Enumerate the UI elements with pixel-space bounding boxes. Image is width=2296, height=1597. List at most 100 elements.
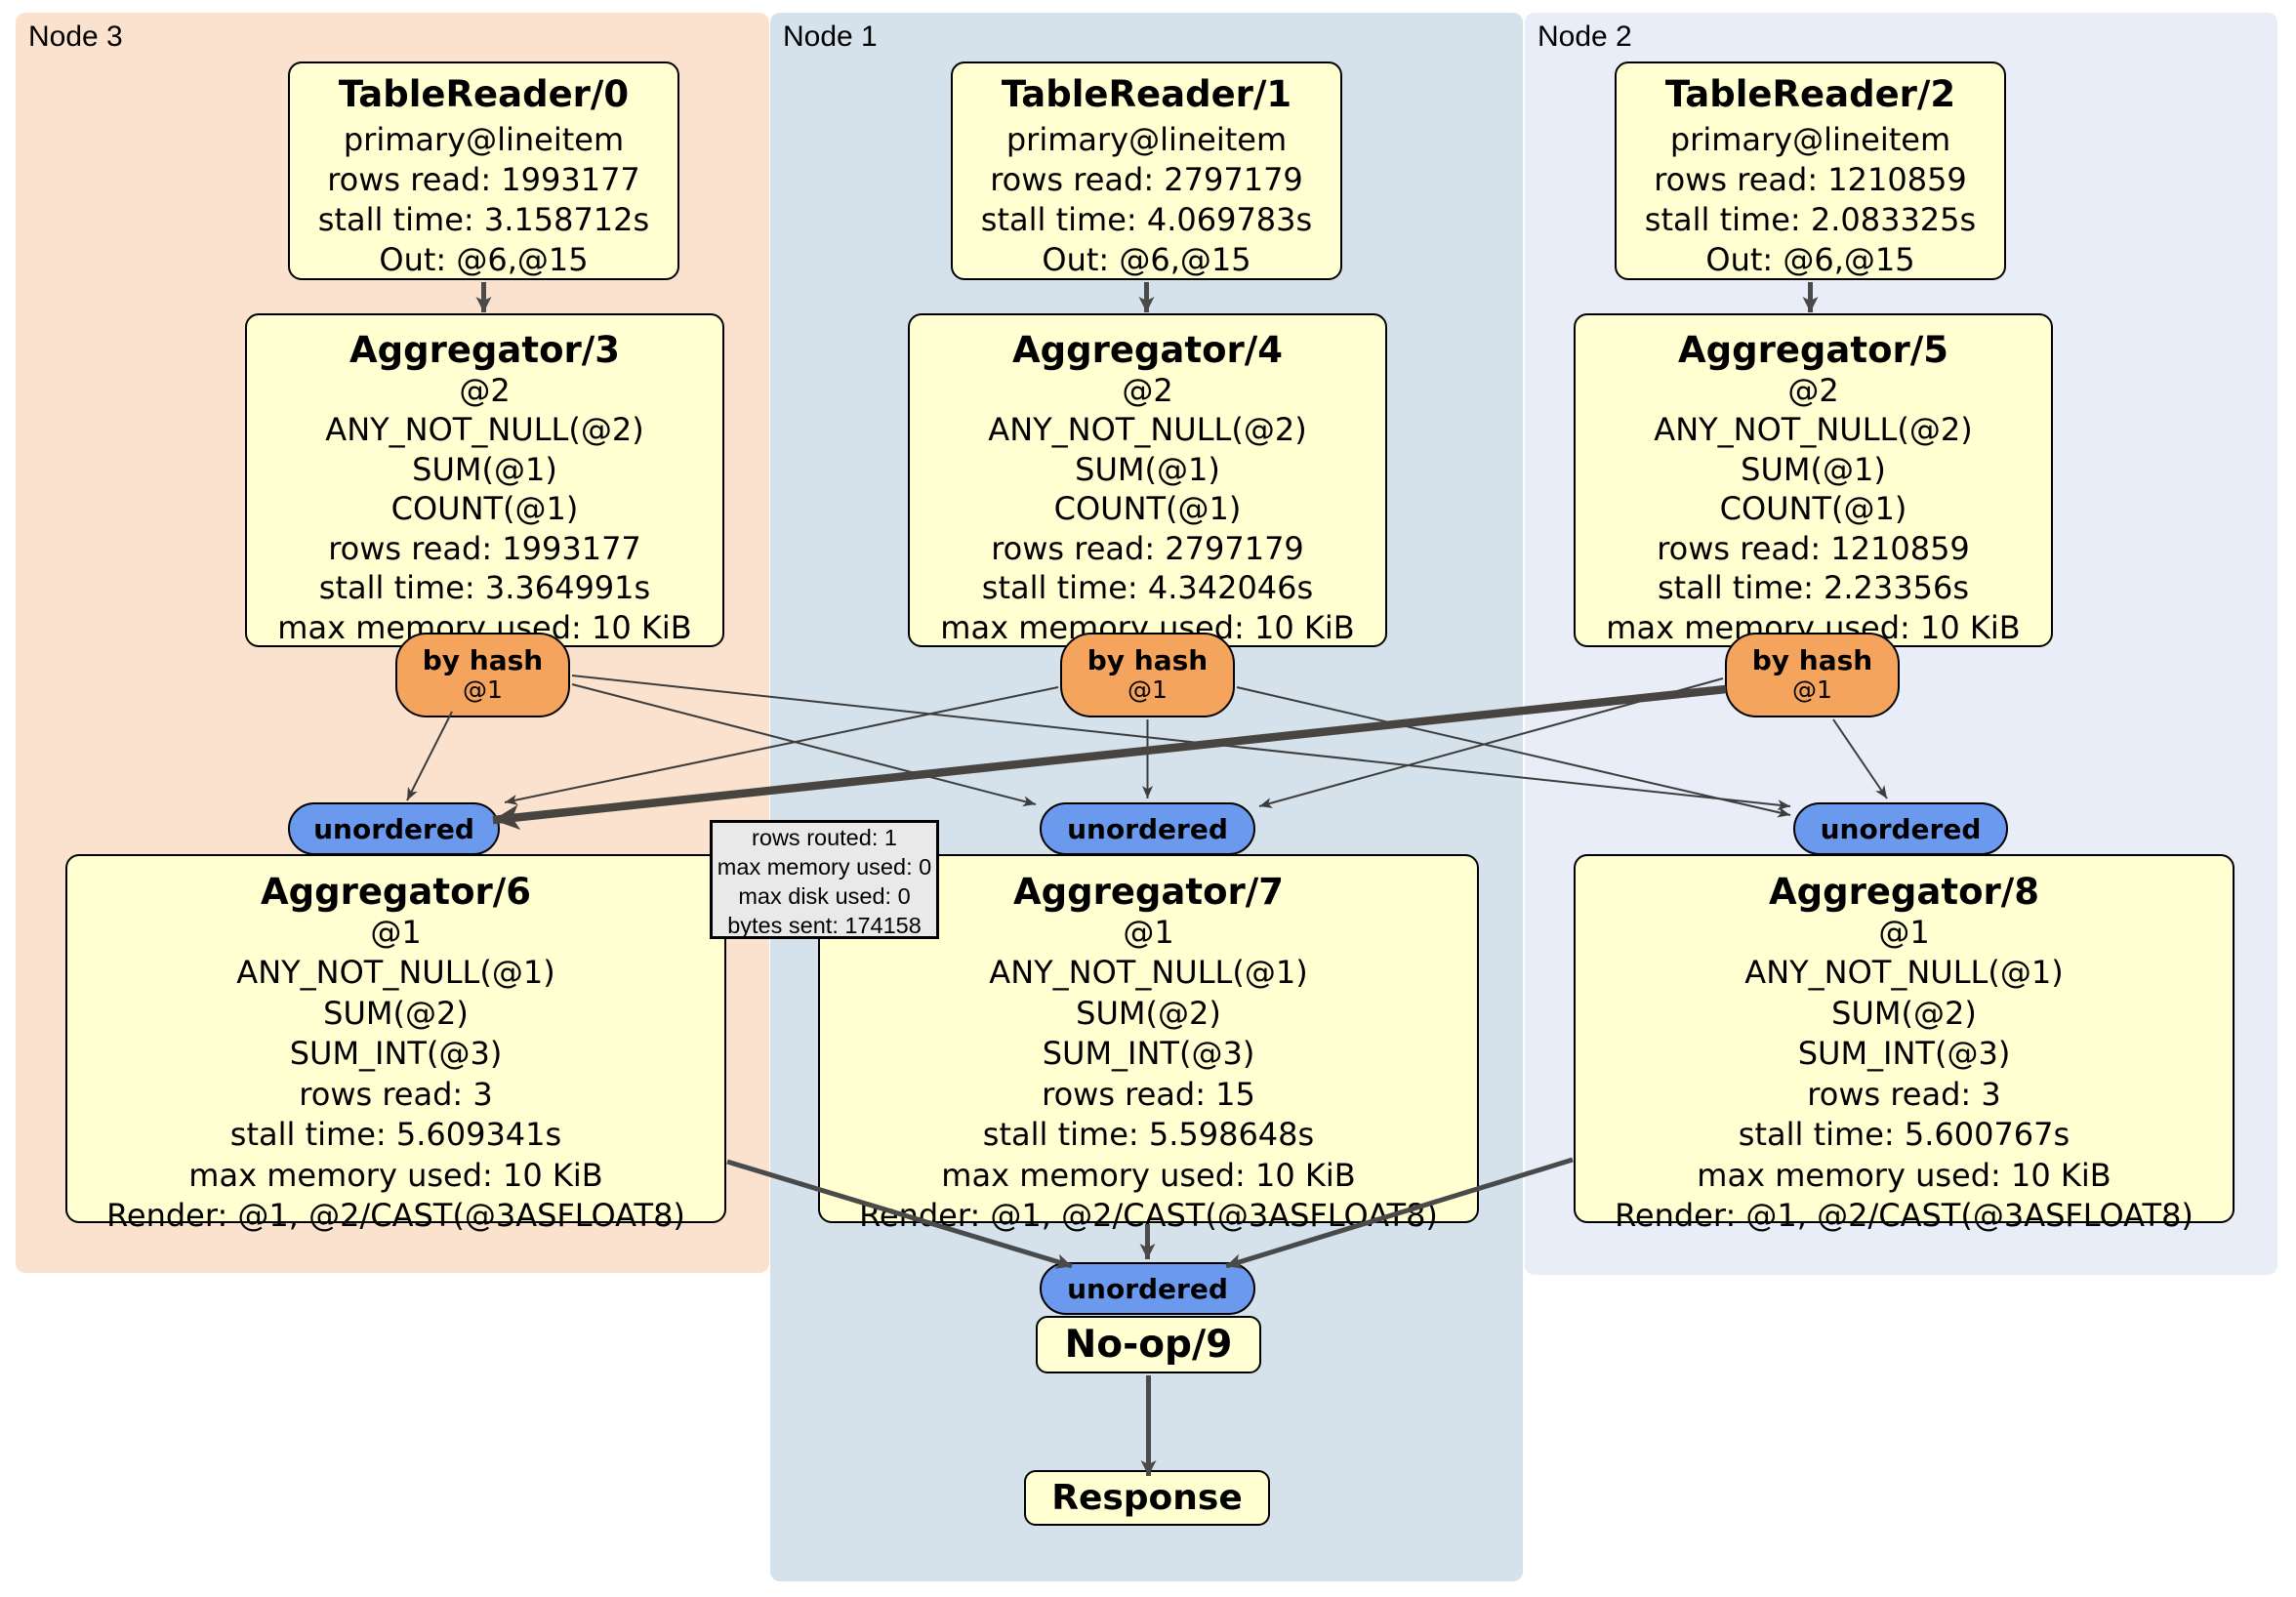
processor-aggregator-7-title: Aggregator/7 (1012, 871, 1284, 913)
processor-aggregator-5-line: stall time: 2.23356s (1657, 569, 1970, 606)
processor-aggregator-6-line: @1 (370, 913, 422, 951)
processor-tablereader-2-title: TableReader/2 (1664, 73, 1956, 115)
processor-aggregator-7-line: SUM(@2) (1076, 994, 1221, 1032)
processor-aggregator-4[interactable]: Aggregator/4 @2 ANY_NOT_NULL(@2) SUM(@1)… (908, 313, 1387, 647)
processor-aggregator-3-line: rows read: 1993177 (328, 529, 641, 567)
router-by-hash-3-detail: @1 (463, 675, 503, 704)
processor-aggregator-4-line: ANY_NOT_NULL(@2) (988, 411, 1307, 448)
processor-aggregator-3-line: SUM(@1) (412, 450, 557, 488)
router-by-hash-4[interactable]: by hash @1 (1060, 633, 1235, 717)
processor-aggregator-5-title: Aggregator/5 (1677, 329, 1948, 371)
processor-aggregator-8-line: SUM_INT(@3) (1797, 1035, 2011, 1072)
processor-aggregator-7-line: SUM_INT(@3) (1042, 1035, 1255, 1072)
processor-noop-9-title: No-op/9 (1064, 1323, 1233, 1367)
processor-aggregator-6-line: Render: @1, @2/CAST(@3ASFLOAT8) (106, 1197, 685, 1234)
processor-aggregator-7-line: stall time: 5.598648s (982, 1116, 1315, 1153)
processor-noop-9[interactable]: No-op/9 (1036, 1316, 1261, 1373)
stream-stats-tooltip-line: bytes sent: 174158 (727, 913, 922, 938)
processor-aggregator-3[interactable]: Aggregator/3 @2 ANY_NOT_NULL(@2) SUM(@1)… (245, 313, 724, 647)
processor-aggregator-3-title: Aggregator/3 (348, 329, 620, 371)
processor-tablereader-2-line: Out: @6,@15 (1705, 241, 1915, 278)
processor-aggregator-6-line: ANY_NOT_NULL(@1) (236, 954, 555, 991)
processor-tablereader-1-line: rows read: 2797179 (990, 161, 1303, 198)
region-node1-label: Node 1 (783, 20, 878, 53)
processor-aggregator-4-line: stall time: 4.342046s (981, 569, 1314, 606)
processor-aggregator-7-line: ANY_NOT_NULL(@1) (989, 954, 1308, 991)
processor-aggregator-4-line: @2 (1122, 371, 1173, 409)
processor-tablereader-2[interactable]: TableReader/2 primary@lineitem rows read… (1615, 61, 2006, 280)
processor-aggregator-7-line: max memory used: 10 KiB (941, 1156, 1356, 1194)
processor-tablereader-2-line: stall time: 2.083325s (1644, 201, 1977, 238)
processor-tablereader-0-line: rows read: 1993177 (327, 161, 640, 198)
stream-stats-tooltip-line: max disk used: 0 (738, 883, 911, 909)
processor-tablereader-0[interactable]: TableReader/0 primary@lineitem rows read… (288, 61, 679, 280)
processor-tablereader-0-title: TableReader/0 (338, 73, 630, 115)
processor-tablereader-1-line: primary@lineitem (1005, 121, 1288, 158)
processor-tablereader-0-line: Out: @6,@15 (379, 241, 589, 278)
router-by-hash-5-label: by hash (1751, 643, 1873, 676)
processor-aggregator-6[interactable]: Aggregator/6 @1 ANY_NOT_NULL(@1) SUM(@2)… (65, 854, 726, 1234)
processor-tablereader-1-title: TableReader/1 (1001, 73, 1292, 115)
processor-aggregator-4-title: Aggregator/4 (1011, 329, 1283, 371)
processor-aggregator-7-line: Render: @1, @2/CAST(@3ASFLOAT8) (859, 1197, 1438, 1234)
sync-unordered-node3-label: unordered (313, 812, 474, 845)
processor-tablereader-2-line: primary@lineitem (1669, 121, 1951, 158)
processor-aggregator-3-line: @2 (459, 371, 511, 409)
processor-aggregator-8-line: Render: @1, @2/CAST(@3ASFLOAT8) (1615, 1197, 2194, 1234)
region-node2-label: Node 2 (1538, 20, 1632, 53)
processor-aggregator-8[interactable]: Aggregator/8 @1 ANY_NOT_NULL(@1) SUM(@2)… (1574, 854, 2234, 1234)
processor-aggregator-8-line: SUM(@2) (1831, 994, 1977, 1032)
processor-aggregator-8-line: rows read: 3 (1807, 1075, 2001, 1113)
sync-unordered-node1[interactable]: unordered (1040, 802, 1255, 855)
processor-aggregator-3-line: ANY_NOT_NULL(@2) (325, 411, 644, 448)
processor-aggregator-3-line: COUNT(@1) (390, 490, 579, 527)
processor-aggregator-4-line: rows read: 2797179 (991, 529, 1304, 567)
router-by-hash-5-detail: @1 (1792, 675, 1832, 704)
processor-aggregator-7-line: @1 (1123, 913, 1174, 951)
processor-tablereader-1-line: Out: @6,@15 (1042, 241, 1251, 278)
processor-aggregator-6-line: max memory used: 10 KiB (188, 1156, 603, 1194)
processor-response[interactable]: Response (1024, 1470, 1270, 1526)
processor-aggregator-8-title: Aggregator/8 (1768, 871, 2039, 913)
processor-aggregator-6-line: SUM_INT(@3) (289, 1035, 503, 1072)
router-by-hash-4-label: by hash (1086, 643, 1209, 676)
processor-aggregator-6-line: stall time: 5.609341s (229, 1116, 562, 1153)
processor-aggregator-4-line: COUNT(@1) (1053, 490, 1242, 527)
stream-stats-tooltip: rows routed: 1 max memory used: 0 max di… (710, 820, 939, 939)
sync-unordered-node1-label: unordered (1067, 812, 1228, 845)
processor-aggregator-8-line: stall time: 5.600767s (1738, 1116, 2070, 1153)
sync-unordered-final-label: unordered (1067, 1272, 1228, 1305)
sync-unordered-node3[interactable]: unordered (288, 802, 500, 855)
router-by-hash-5[interactable]: by hash @1 (1725, 633, 1900, 717)
router-by-hash-3[interactable]: by hash @1 (395, 633, 570, 717)
sync-unordered-final[interactable]: unordered (1040, 1262, 1255, 1315)
processor-aggregator-5-line: @2 (1787, 371, 1839, 409)
processor-aggregator-8-line: max memory used: 10 KiB (1697, 1156, 2112, 1194)
processor-aggregator-5-line: COUNT(@1) (1719, 490, 1907, 527)
processor-tablereader-1-line: stall time: 4.069783s (980, 201, 1313, 238)
processor-tablereader-0-line: stall time: 3.158712s (317, 201, 650, 238)
processor-aggregator-5[interactable]: Aggregator/5 @2 ANY_NOT_NULL(@2) SUM(@1)… (1574, 313, 2053, 647)
processor-response-title: Response (1051, 1477, 1243, 1518)
processor-aggregator-5-line: rows read: 1210859 (1657, 529, 1970, 567)
router-by-hash-3-label: by hash (422, 643, 544, 676)
processor-tablereader-1[interactable]: TableReader/1 primary@lineitem rows read… (951, 61, 1342, 280)
region-node3-label: Node 3 (28, 20, 123, 53)
sync-unordered-node2[interactable]: unordered (1793, 802, 2008, 855)
processor-aggregator-5-line: ANY_NOT_NULL(@2) (1654, 411, 1973, 448)
processor-aggregator-8-line: ANY_NOT_NULL(@1) (1744, 954, 2064, 991)
processor-tablereader-0-line: primary@lineitem (343, 121, 625, 158)
processor-aggregator-5-line: SUM(@1) (1741, 450, 1886, 488)
processor-aggregator-4-line: SUM(@1) (1075, 450, 1220, 488)
router-by-hash-4-detail: @1 (1128, 675, 1168, 704)
processor-aggregator-8-line: @1 (1878, 913, 1930, 951)
stream-stats-tooltip-line: max memory used: 0 (717, 854, 932, 880)
processor-aggregator-7-line: rows read: 15 (1042, 1075, 1255, 1113)
processor-aggregator-6-title: Aggregator/6 (260, 871, 531, 913)
processor-aggregator-3-line: stall time: 3.364991s (318, 569, 651, 606)
processor-aggregator-6-line: SUM(@2) (323, 994, 469, 1032)
processor-tablereader-2-line: rows read: 1210859 (1654, 161, 1967, 198)
sync-unordered-node2-label: unordered (1820, 812, 1982, 845)
processor-aggregator-6-line: rows read: 3 (299, 1075, 493, 1113)
